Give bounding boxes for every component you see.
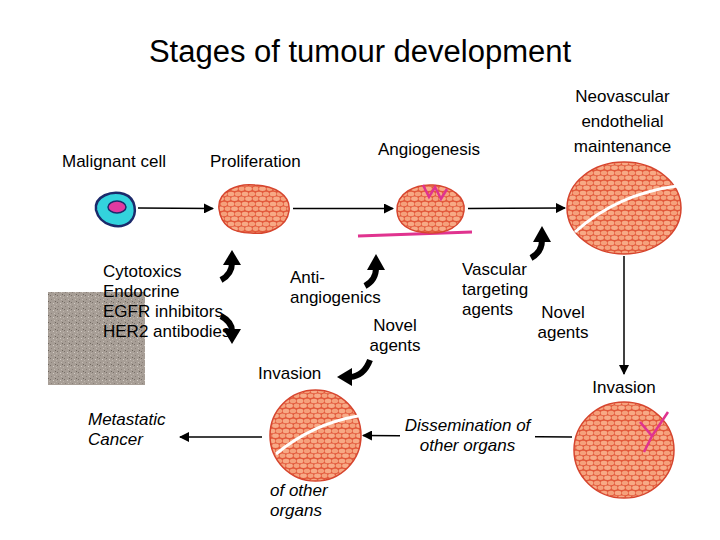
stage-illustration <box>565 160 683 256</box>
therapy-arrow <box>531 226 551 258</box>
annotation-label: Metastatic Cancer <box>88 410 183 450</box>
blood-vessel <box>423 185 447 199</box>
stage-label: Neovascular endothelial maintenance <box>560 84 685 159</box>
annotation-label: Novel agents <box>530 303 596 343</box>
stage-arrow <box>468 207 565 209</box>
tumour-cluster <box>219 185 289 234</box>
stage-label: Malignant cell <box>62 152 192 172</box>
cell-body <box>96 193 135 226</box>
annotation-label: Endocrine <box>103 282 253 302</box>
stage-node: Neovascular endothelial maintenance <box>565 160 683 256</box>
metastasis-arrow <box>180 436 262 438</box>
stage-illustration <box>92 188 138 228</box>
annotation-label: Anti-angiogenics <box>290 268 402 308</box>
stage-label: Invasion <box>572 378 676 398</box>
cell-nucleus <box>108 201 126 213</box>
tumour-cluster <box>270 390 361 481</box>
stage-node: Angiogenesis <box>393 181 468 236</box>
diagram-title: Stages of tumour development <box>0 34 720 70</box>
annotation-label: EGFR inhibitors <box>103 302 253 322</box>
vessel-lumen <box>575 186 677 232</box>
annotation-label: Cytotoxics <box>103 262 253 282</box>
edge-label: Dissemination of other organs <box>400 416 535 456</box>
stage-illustration <box>393 181 468 236</box>
stage-arrow <box>138 207 213 209</box>
stage-node: Proliferation <box>213 181 293 236</box>
stage-illustration <box>268 388 363 483</box>
stage-arrow <box>293 208 393 210</box>
annotation-label: Vascular targeting agents <box>462 260 544 320</box>
blood-vessel <box>358 232 472 236</box>
stage-node: Invasionof other organs <box>268 388 363 483</box>
stage-label: of other organs <box>270 481 350 521</box>
tumour-cluster <box>574 402 674 498</box>
annotation-label: Novel agents <box>362 316 428 356</box>
stage-illustration <box>572 400 676 500</box>
stage-illustration <box>213 181 293 236</box>
stage-node: Malignant cell <box>92 188 138 228</box>
stage-label: Invasion <box>258 364 348 384</box>
stage-arrow <box>623 256 625 374</box>
annotation-label: HER2 antibodies <box>103 322 253 342</box>
stage-label: Angiogenesis <box>378 140 508 160</box>
therapy-arrow <box>221 250 241 280</box>
tumour-cluster <box>567 162 681 254</box>
therapy-arrow <box>337 360 370 386</box>
stage-node: Invasion <box>572 374 676 500</box>
vessel-lumen <box>276 416 358 454</box>
therapy-arrow <box>365 254 385 286</box>
tumour-cluster <box>397 185 464 233</box>
invading-vessel <box>640 412 668 452</box>
stage-label: Proliferation <box>210 152 330 172</box>
